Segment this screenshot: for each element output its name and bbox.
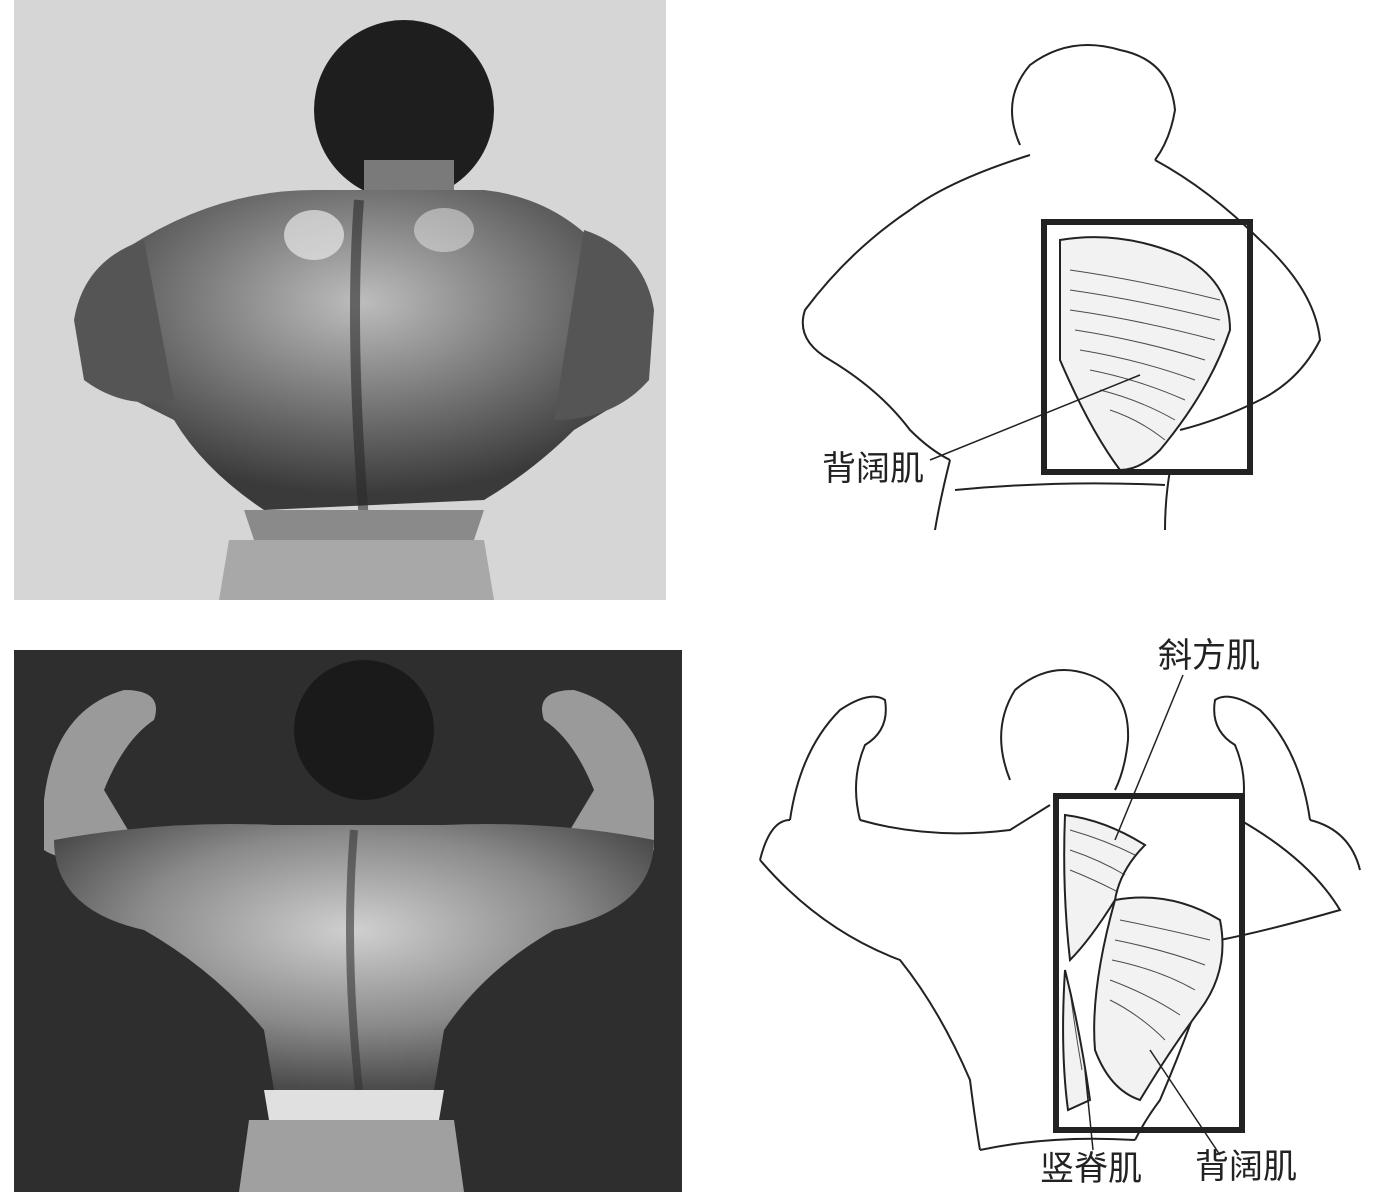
drawing-double-biceps-figure (759, 669, 1361, 1156)
drawing-lat-spread: 背阔肌 (760, 30, 1360, 550)
drawing-double-biceps: 斜方肌 竖脊肌 背阔肌 (750, 630, 1370, 1192)
label-latissimus-lower: 背阔肌 (1195, 1147, 1297, 1187)
photo-rear-double-biceps-figure (44, 660, 654, 1192)
photo-rear-lat-spread (14, 0, 666, 600)
label-erector: 竖脊肌 (1040, 1149, 1142, 1189)
photo-rear-lat-spread-figure (74, 20, 654, 600)
label-trapezius: 斜方肌 (1158, 636, 1260, 676)
drawing-lat-spread-figure (801, 44, 1322, 531)
photo-rear-double-biceps (14, 650, 682, 1192)
label-latissimus: 背阔肌 (822, 449, 924, 489)
